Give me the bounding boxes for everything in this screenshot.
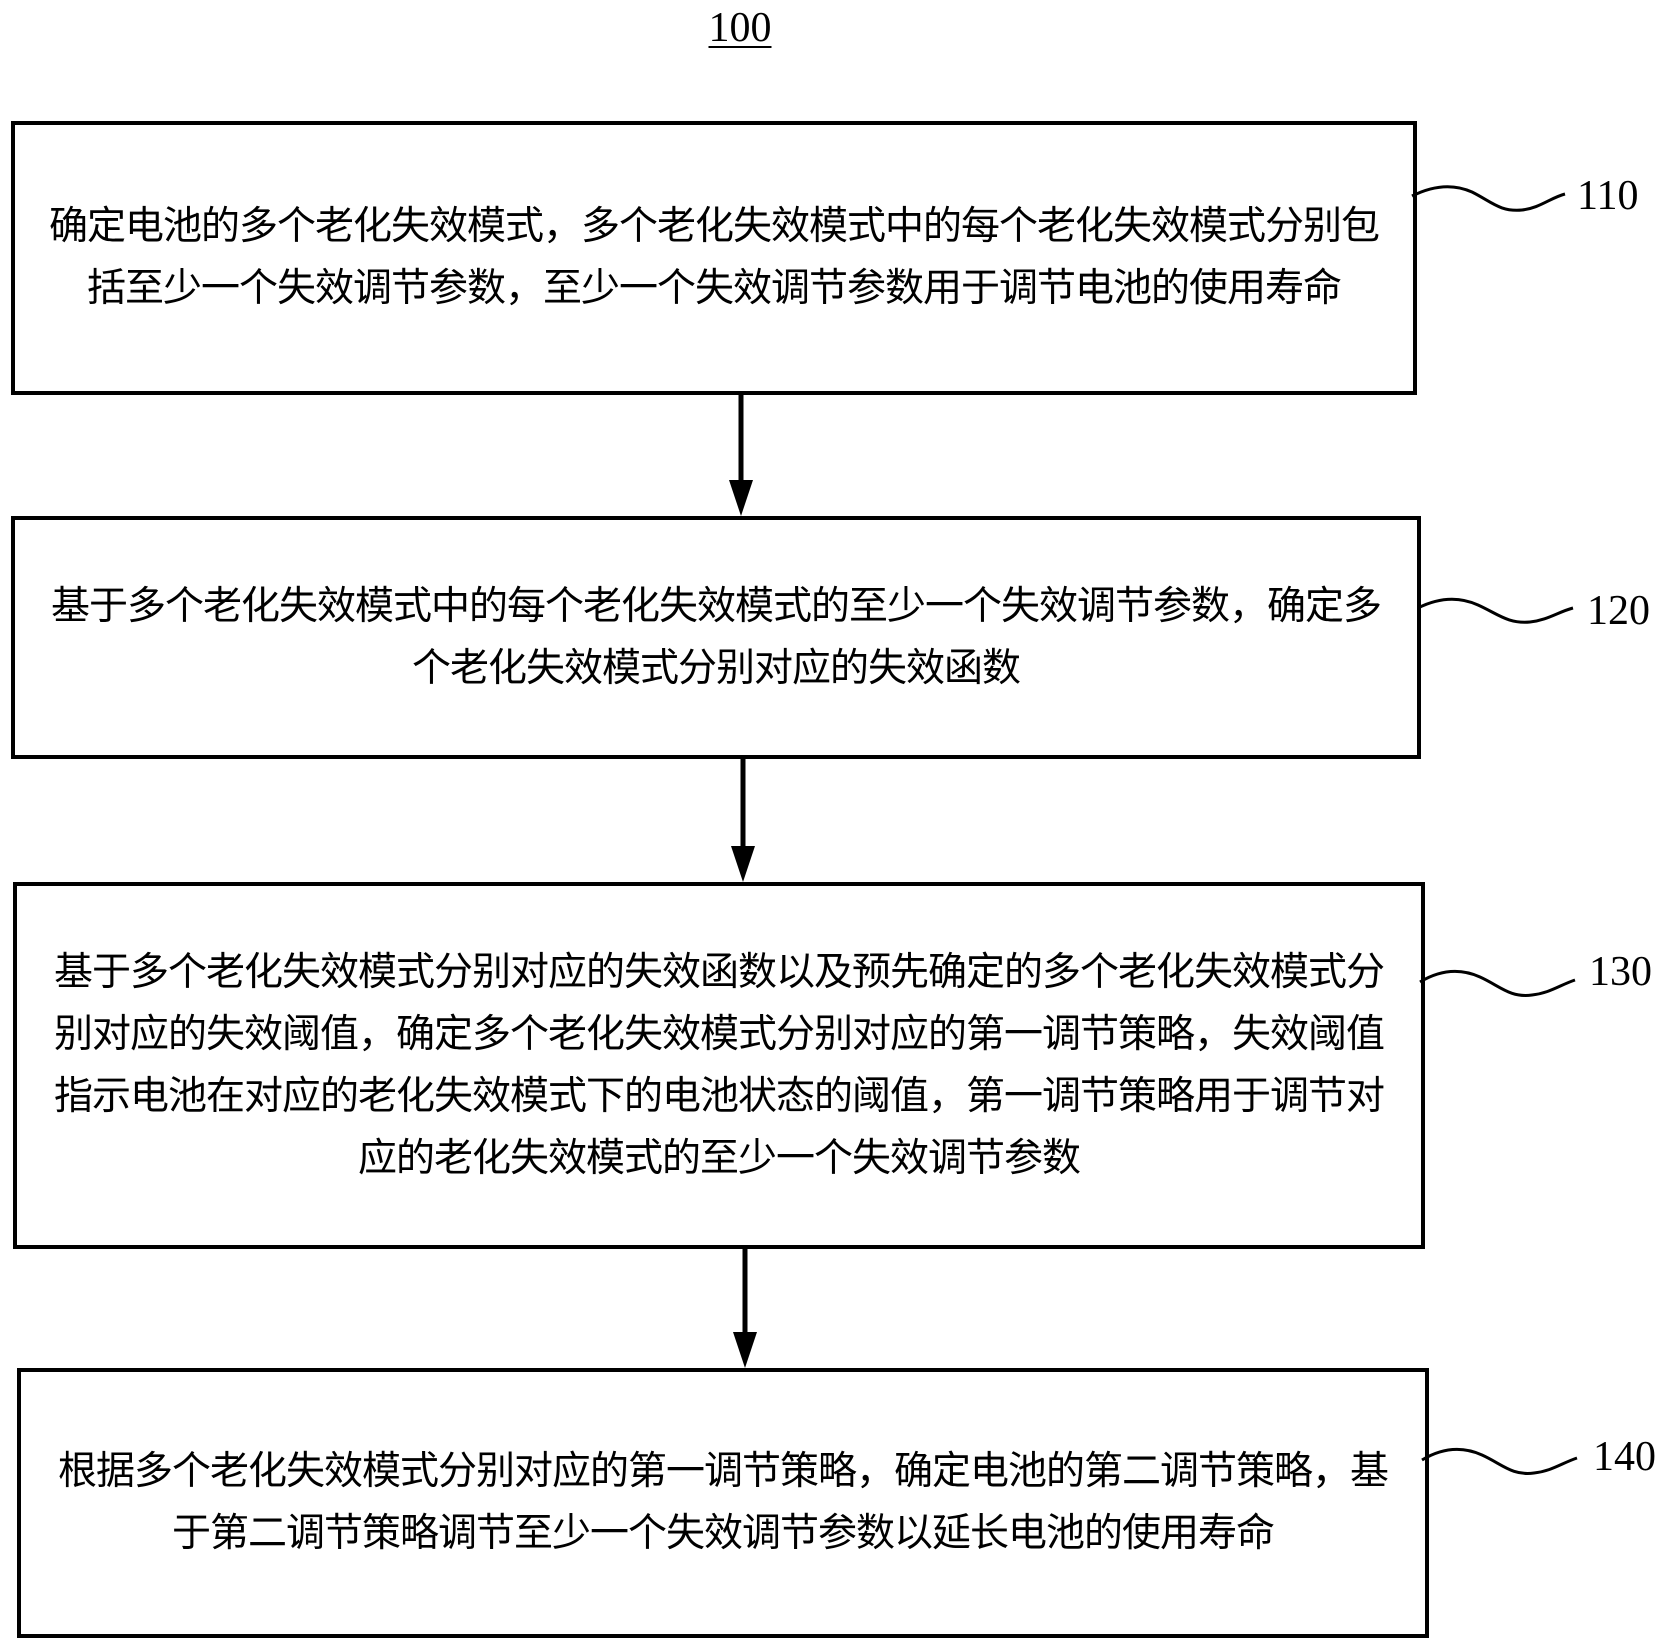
figure-number: 100 [708, 5, 772, 51]
leader-line-120 [1417, 597, 1574, 624]
step-ref-130: 130 [1589, 949, 1652, 995]
step-text-130: 基于多个老化失效模式分别对应的失效函数以及预先确定的多个老化失效模式分别对应的失… [53, 949, 1385, 1181]
step-ref-120: 120 [1587, 588, 1650, 634]
step-ref-110: 110 [1577, 173, 1639, 219]
step-box-110: 确定电池的多个老化失效模式，多个老化失效模式中的每个老化失效模式分别包括至少一个… [11, 121, 1417, 395]
step-text-140: 根据多个老化失效模式分别对应的第一调节策略，确定电池的第二调节策略，基于第二调节… [57, 1449, 1389, 1556]
step-text-110: 确定电池的多个老化失效模式，多个老化失效模式中的每个老化失效模式分别包括至少一个… [48, 204, 1380, 311]
flow-arrow-130-140 [733, 1249, 757, 1368]
step-box-140: 根据多个老化失效模式分别对应的第一调节策略，确定电池的第二调节策略，基于第二调节… [17, 1368, 1429, 1638]
flow-arrow-120-130 [731, 759, 755, 882]
step-ref-140: 140 [1593, 1434, 1656, 1480]
leader-line-110 [1411, 185, 1566, 212]
step-box-120: 基于多个老化失效模式中的每个老化失效模式的至少一个失效调节参数，确定多个老化失效… [11, 516, 1421, 759]
leader-line-130 [1419, 969, 1576, 997]
step-box-130: 基于多个老化失效模式分别对应的失效函数以及预先确定的多个老化失效模式分别对应的失… [13, 882, 1425, 1249]
flow-arrow-110-120 [729, 395, 753, 516]
step-text-120: 基于多个老化失效模式中的每个老化失效模式的至少一个失效调节参数，确定多个老化失效… [50, 583, 1382, 691]
leader-line-140 [1421, 1447, 1578, 1475]
